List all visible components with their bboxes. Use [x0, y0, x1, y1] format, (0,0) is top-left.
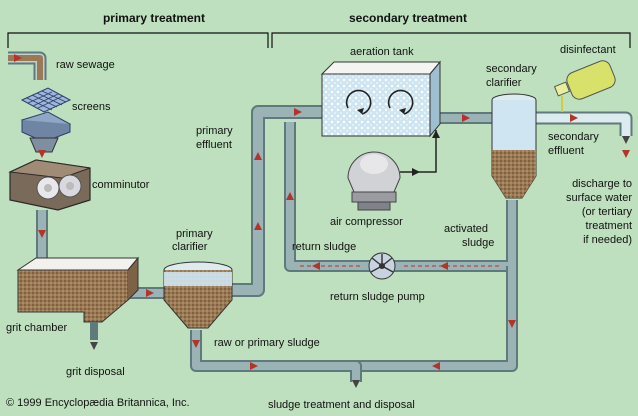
label-sludge-treatment: sludge treatment and disposal	[268, 399, 415, 411]
label-grit-disposal: grit disposal	[66, 366, 125, 378]
label-return-sludge: return sludge	[292, 241, 356, 253]
label-air-compressor: air compressor	[330, 216, 403, 228]
label-secondary-effluent-line1: secondary	[548, 131, 599, 143]
flow-arrows	[14, 54, 630, 388]
label-secondary-clarifier-line1: secondary	[486, 63, 537, 75]
primary-clarifier	[163, 261, 233, 329]
label-raw-primary-sludge: raw or primary sludge	[214, 337, 320, 349]
label-primary-clarifier-line1: primary	[176, 228, 213, 240]
label-return-sludge-pump: return sludge pump	[330, 291, 425, 303]
label-primary-effluent-line2: effluent	[196, 139, 232, 151]
label-discharge-line1: discharge to	[572, 178, 632, 190]
label-activated-sludge-line1: activated	[444, 223, 488, 235]
label-discharge-line5: if needed)	[583, 234, 632, 246]
label-discharge-line4: treatment	[586, 220, 632, 232]
label-primary-clarifier-line2: clarifier	[172, 241, 208, 253]
header-secondary-treatment: secondary treatment	[349, 11, 467, 25]
comminutor	[8, 159, 91, 211]
label-discharge-line3: (or tertiary	[582, 206, 633, 218]
secondary-clarifier	[491, 93, 537, 199]
label-grit-chamber: grit chamber	[6, 322, 67, 334]
label-raw-sewage: raw sewage	[56, 59, 115, 71]
label-secondary-clarifier-line2: clarifier	[486, 77, 522, 89]
disinfectant-bottle	[553, 60, 616, 112]
aeration-tank	[320, 60, 442, 138]
label-comminutor: comminutor	[92, 179, 150, 191]
section-brackets	[7, 32, 631, 48]
label-disinfectant: disinfectant	[560, 44, 616, 56]
air-compressor	[347, 151, 401, 211]
grit-chamber	[16, 256, 140, 340]
header-primary-treatment: primary treatment	[103, 11, 205, 25]
screens	[20, 87, 72, 153]
label-aeration-tank: aeration tank	[350, 46, 414, 58]
label-screens: screens	[72, 101, 111, 113]
copyright-notice: © 1999 Encyclopædia Britannica, Inc.	[6, 397, 190, 409]
label-discharge-line2: surface water	[566, 192, 632, 204]
label-primary-effluent-line1: primary	[196, 125, 233, 137]
label-activated-sludge-line2: sludge	[462, 237, 494, 249]
label-secondary-effluent-line2: effluent	[548, 145, 584, 157]
return-sludge-pump	[368, 252, 396, 280]
